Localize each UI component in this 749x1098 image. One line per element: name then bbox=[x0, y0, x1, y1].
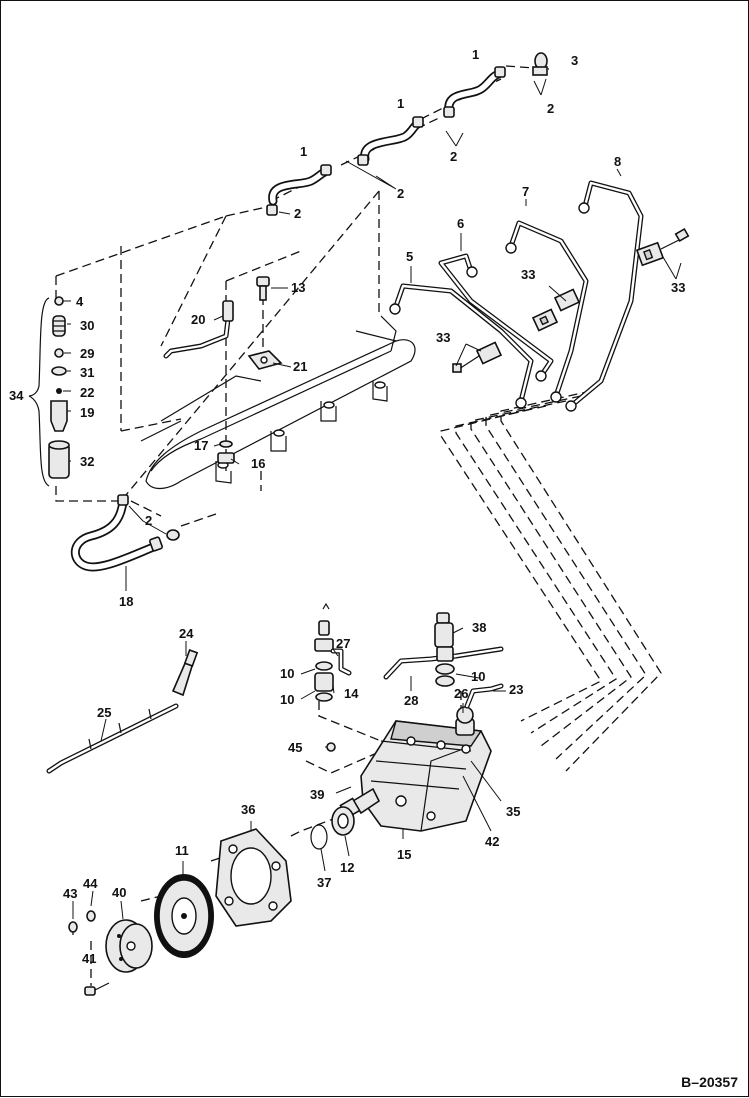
label-7: 7 bbox=[522, 184, 529, 199]
label-33: 33 bbox=[436, 330, 450, 345]
label-45: 45 bbox=[288, 740, 302, 755]
label-40: 40 bbox=[112, 885, 126, 900]
label-2: 2 bbox=[450, 149, 457, 164]
label-23: 23 bbox=[509, 682, 523, 697]
pump-cover-36 bbox=[215, 828, 292, 927]
label-34: 34 bbox=[9, 388, 24, 403]
glow-plug-24 bbox=[171, 649, 199, 697]
leader-lines bbox=[63, 78, 682, 920]
label-5: 5 bbox=[406, 249, 413, 264]
line-clamp-upper-right bbox=[635, 227, 690, 267]
label-43: 43 bbox=[63, 886, 77, 901]
label-10: 10 bbox=[280, 692, 294, 707]
o-ring-37 bbox=[310, 824, 328, 850]
glow-plug-lead-25 bbox=[46, 703, 179, 774]
label-22: 22 bbox=[80, 385, 94, 400]
label-33: 33 bbox=[671, 280, 685, 295]
return-hose-lower bbox=[266, 164, 332, 216]
bolt-13 bbox=[256, 276, 270, 301]
label-2: 2 bbox=[547, 101, 554, 116]
label-31: 31 bbox=[80, 365, 94, 380]
label-27: 27 bbox=[336, 636, 350, 651]
label-2: 2 bbox=[397, 186, 404, 201]
label-29: 29 bbox=[80, 346, 94, 361]
label-10: 10 bbox=[280, 666, 294, 681]
seal-12 bbox=[331, 806, 355, 836]
label-14: 14 bbox=[344, 686, 359, 701]
label-1: 1 bbox=[300, 144, 307, 159]
label-6: 6 bbox=[457, 216, 464, 231]
label-1: 1 bbox=[397, 96, 404, 111]
label-38: 38 bbox=[472, 620, 486, 635]
return-hose-middle bbox=[357, 116, 424, 166]
label-32: 32 bbox=[80, 454, 94, 469]
figure-code: B–20357 bbox=[681, 1074, 738, 1090]
label-24: 24 bbox=[179, 626, 194, 641]
label-4: 4 bbox=[76, 294, 84, 309]
injection-line-7 bbox=[505, 220, 589, 403]
fuel-line-28 bbox=[383, 646, 504, 680]
label-16: 16 bbox=[251, 456, 265, 471]
label-15: 15 bbox=[397, 847, 411, 862]
label-39: 39 bbox=[310, 787, 324, 802]
injector-assembly bbox=[28, 296, 70, 487]
label-25: 25 bbox=[97, 705, 111, 720]
label-44: 44 bbox=[83, 876, 98, 891]
label-10: 10 bbox=[471, 669, 485, 684]
line-clamp-middle bbox=[531, 288, 581, 332]
injection-line-5 bbox=[389, 283, 534, 409]
label-13: 13 bbox=[291, 280, 305, 295]
injection-line-6 bbox=[438, 253, 554, 382]
label-37: 37 bbox=[317, 875, 331, 890]
bolt-41 bbox=[84, 982, 110, 996]
return-hose-18 bbox=[70, 494, 180, 572]
label-26: 26 bbox=[454, 686, 468, 701]
hub-40 bbox=[105, 919, 153, 973]
washer-43-44 bbox=[68, 910, 96, 933]
label-18: 18 bbox=[119, 594, 133, 609]
label-30: 30 bbox=[80, 318, 94, 333]
label-8: 8 bbox=[614, 154, 621, 169]
label-2: 2 bbox=[294, 206, 301, 221]
label-21: 21 bbox=[293, 359, 307, 374]
bracket-21 bbox=[247, 350, 283, 370]
label-12: 12 bbox=[340, 860, 354, 875]
label-2: 2 bbox=[145, 513, 152, 528]
overflow-fitting-14 bbox=[314, 602, 352, 702]
label-28: 28 bbox=[404, 693, 418, 708]
label-20: 20 bbox=[191, 312, 205, 327]
label-36: 36 bbox=[241, 802, 255, 817]
return-hose-upper bbox=[443, 66, 506, 118]
screw-39-nut-45 bbox=[326, 742, 352, 794]
clip-3 bbox=[532, 52, 548, 76]
label-42: 42 bbox=[485, 834, 499, 849]
fitting-38 bbox=[434, 612, 455, 687]
pump-gear-11 bbox=[154, 874, 214, 958]
label-1: 1 bbox=[472, 47, 479, 62]
label-11: 11 bbox=[175, 843, 189, 858]
part-labels: 1 1 1 3 2 2 2 2 2 8 7 6 5 33 33 33 13 20… bbox=[9, 47, 685, 966]
label-17: 17 bbox=[194, 438, 208, 453]
injection-line-8 bbox=[565, 180, 644, 412]
valve-cover-outline bbox=[140, 315, 416, 490]
injection-pump-15 bbox=[360, 683, 504, 832]
label-3: 3 bbox=[571, 53, 578, 68]
label-33: 33 bbox=[521, 267, 535, 282]
leak-off-pipe-20 bbox=[163, 300, 234, 359]
label-35: 35 bbox=[506, 804, 520, 819]
label-41: 41 bbox=[82, 951, 96, 966]
label-19: 19 bbox=[80, 405, 94, 420]
